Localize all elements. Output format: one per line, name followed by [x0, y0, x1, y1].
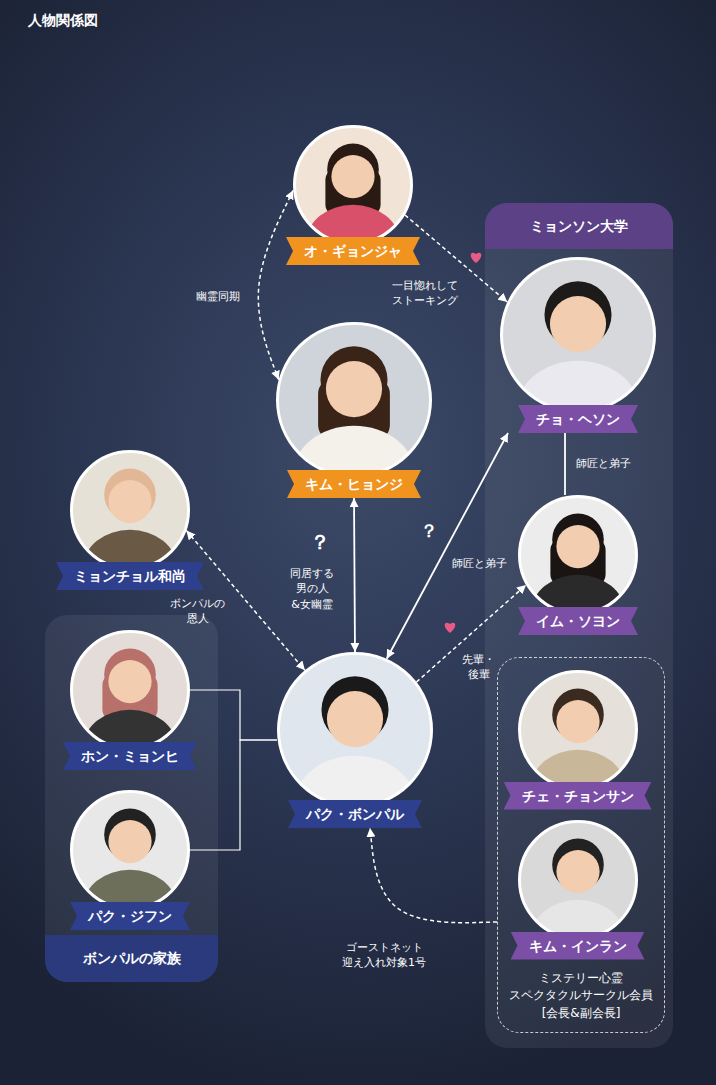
face: [326, 361, 382, 417]
portrait: [70, 790, 190, 910]
portrait-ring: [519, 821, 636, 938]
character-node: チョ・ヘソン: [500, 257, 656, 433]
name-banner: パク・ジフン: [70, 902, 190, 930]
group-heading: ボンパルの家族: [45, 935, 218, 982]
portrait: [500, 257, 656, 413]
character-node: パク・ジフン: [70, 790, 190, 930]
portrait: [70, 450, 190, 570]
group-panel: チェ・チョンサンキム・インランミステリー心霊 スペクタクルサークル会員 [会長&…: [497, 657, 665, 1033]
character-node: オ・ギョンジャ: [286, 125, 420, 265]
portrait-ring: [519, 671, 636, 788]
portrait-ring: [72, 452, 189, 569]
note-holder: ？: [310, 530, 330, 554]
edge-label-holder: 師匠と弟子: [576, 456, 631, 471]
character-node: イム・ソヨン: [518, 495, 638, 635]
portrait-ring: [72, 792, 189, 909]
edge-label: ボンパルの 恩人: [170, 596, 225, 627]
edge-label: 同居する 男の人 &女幽霊: [290, 566, 334, 612]
group-panel: ホン・ミョンヒパク・ジフンボンパルの家族: [45, 615, 218, 982]
portrait: [518, 820, 638, 940]
question-mark: ？: [310, 530, 330, 554]
face: [556, 525, 599, 568]
name-banner: パク・ボンパル: [288, 800, 422, 828]
portrait-ring: [502, 259, 655, 412]
relation-connector: [354, 498, 355, 652]
edge-label-holder: 師匠と弟子: [452, 556, 507, 571]
portrait: [518, 670, 638, 790]
character-node: キム・インラン: [511, 820, 645, 960]
face: [550, 296, 606, 352]
relation-connector: [258, 190, 293, 380]
face: [108, 820, 151, 863]
face: [556, 850, 599, 893]
edge-label: 師匠と弟子: [576, 456, 631, 471]
name-banner: チョ・ヘソン: [518, 405, 638, 433]
portrait-ring: [72, 632, 189, 749]
group-heading: ミョンソン大学: [485, 203, 673, 249]
heart-symbol: [471, 253, 482, 263]
portrait-image: [293, 125, 413, 245]
portrait-ring: [520, 497, 637, 614]
name-banner: ミョンチョル和尚: [56, 562, 204, 590]
character-node: ミョンチョル和尚: [56, 450, 204, 590]
character-node: キム・ヒョンジ: [276, 322, 432, 498]
edge-label-holder: 一目惚れして ストーキング: [392, 278, 458, 309]
group-note: ミステリー心霊 スペクタクルサークル会員 [会長&副会長]: [509, 970, 653, 1022]
face: [331, 155, 374, 198]
edge-label: 幽霊同期: [196, 289, 240, 304]
note-holder: ？: [420, 520, 438, 542]
portrait-ring: [295, 127, 412, 244]
portrait-ring: [279, 654, 432, 807]
diagram-title: 人物関係図: [28, 12, 98, 30]
portrait: [293, 125, 413, 245]
edge-label: 一目惚れして ストーキング: [392, 278, 458, 309]
face: [108, 480, 151, 523]
edge-label-holder: 先輩・後輩: [462, 652, 495, 683]
title-holder: 人物関係図: [28, 12, 98, 30]
portrait-image: [70, 630, 190, 750]
portrait: [70, 630, 190, 750]
name-banner: キム・ヒョンジ: [287, 470, 421, 498]
face: [327, 691, 383, 747]
portrait: [518, 495, 638, 615]
portrait: [276, 322, 432, 478]
portrait-image: [277, 652, 433, 808]
edge-label: ゴーストネット 迎え入れ対象1号: [342, 940, 426, 971]
portrait-image: [70, 790, 190, 910]
name-banner: キム・インラン: [511, 932, 645, 960]
relation-connector: [370, 828, 497, 923]
edge-label: 先輩・後輩: [462, 652, 495, 683]
face: [108, 660, 151, 703]
name-banner: チェ・チョンサン: [504, 782, 652, 810]
edge-label-holder: ボンパルの 恩人: [170, 596, 225, 627]
body: [517, 361, 639, 413]
name-banner: イム・ソヨン: [518, 607, 638, 635]
edge-label-holder: 幽霊同期: [196, 289, 240, 304]
portrait-image: [518, 820, 638, 940]
portrait: [277, 652, 433, 808]
face: [556, 700, 599, 743]
question-mark: ？: [420, 520, 438, 542]
portrait-ring: [278, 324, 431, 477]
name-banner: ホン・ミョンヒ: [63, 742, 197, 770]
edge-label-holder: ゴーストネット 迎え入れ対象1号: [342, 940, 426, 971]
group-panel: チョ・ヘソンイム・ソヨンチェ・チョンサンキム・インランミステリー心霊 スペクタク…: [485, 203, 673, 1048]
portrait-image: [518, 670, 638, 790]
portrait-image: [500, 257, 656, 413]
portrait-image: [70, 450, 190, 570]
edge-label-holder: 同居する 男の人 &女幽霊: [290, 566, 334, 612]
name-banner: オ・ギョンジャ: [286, 237, 420, 265]
edge-label: 師匠と弟子: [452, 556, 507, 571]
character-node: パク・ボンパル: [277, 652, 433, 828]
character-node: ホン・ミョンヒ: [63, 630, 197, 770]
portrait-image: [276, 322, 432, 478]
character-node: チェ・チョンサン: [504, 670, 652, 810]
portrait-image: [518, 495, 638, 615]
heart-symbol: [445, 623, 456, 633]
